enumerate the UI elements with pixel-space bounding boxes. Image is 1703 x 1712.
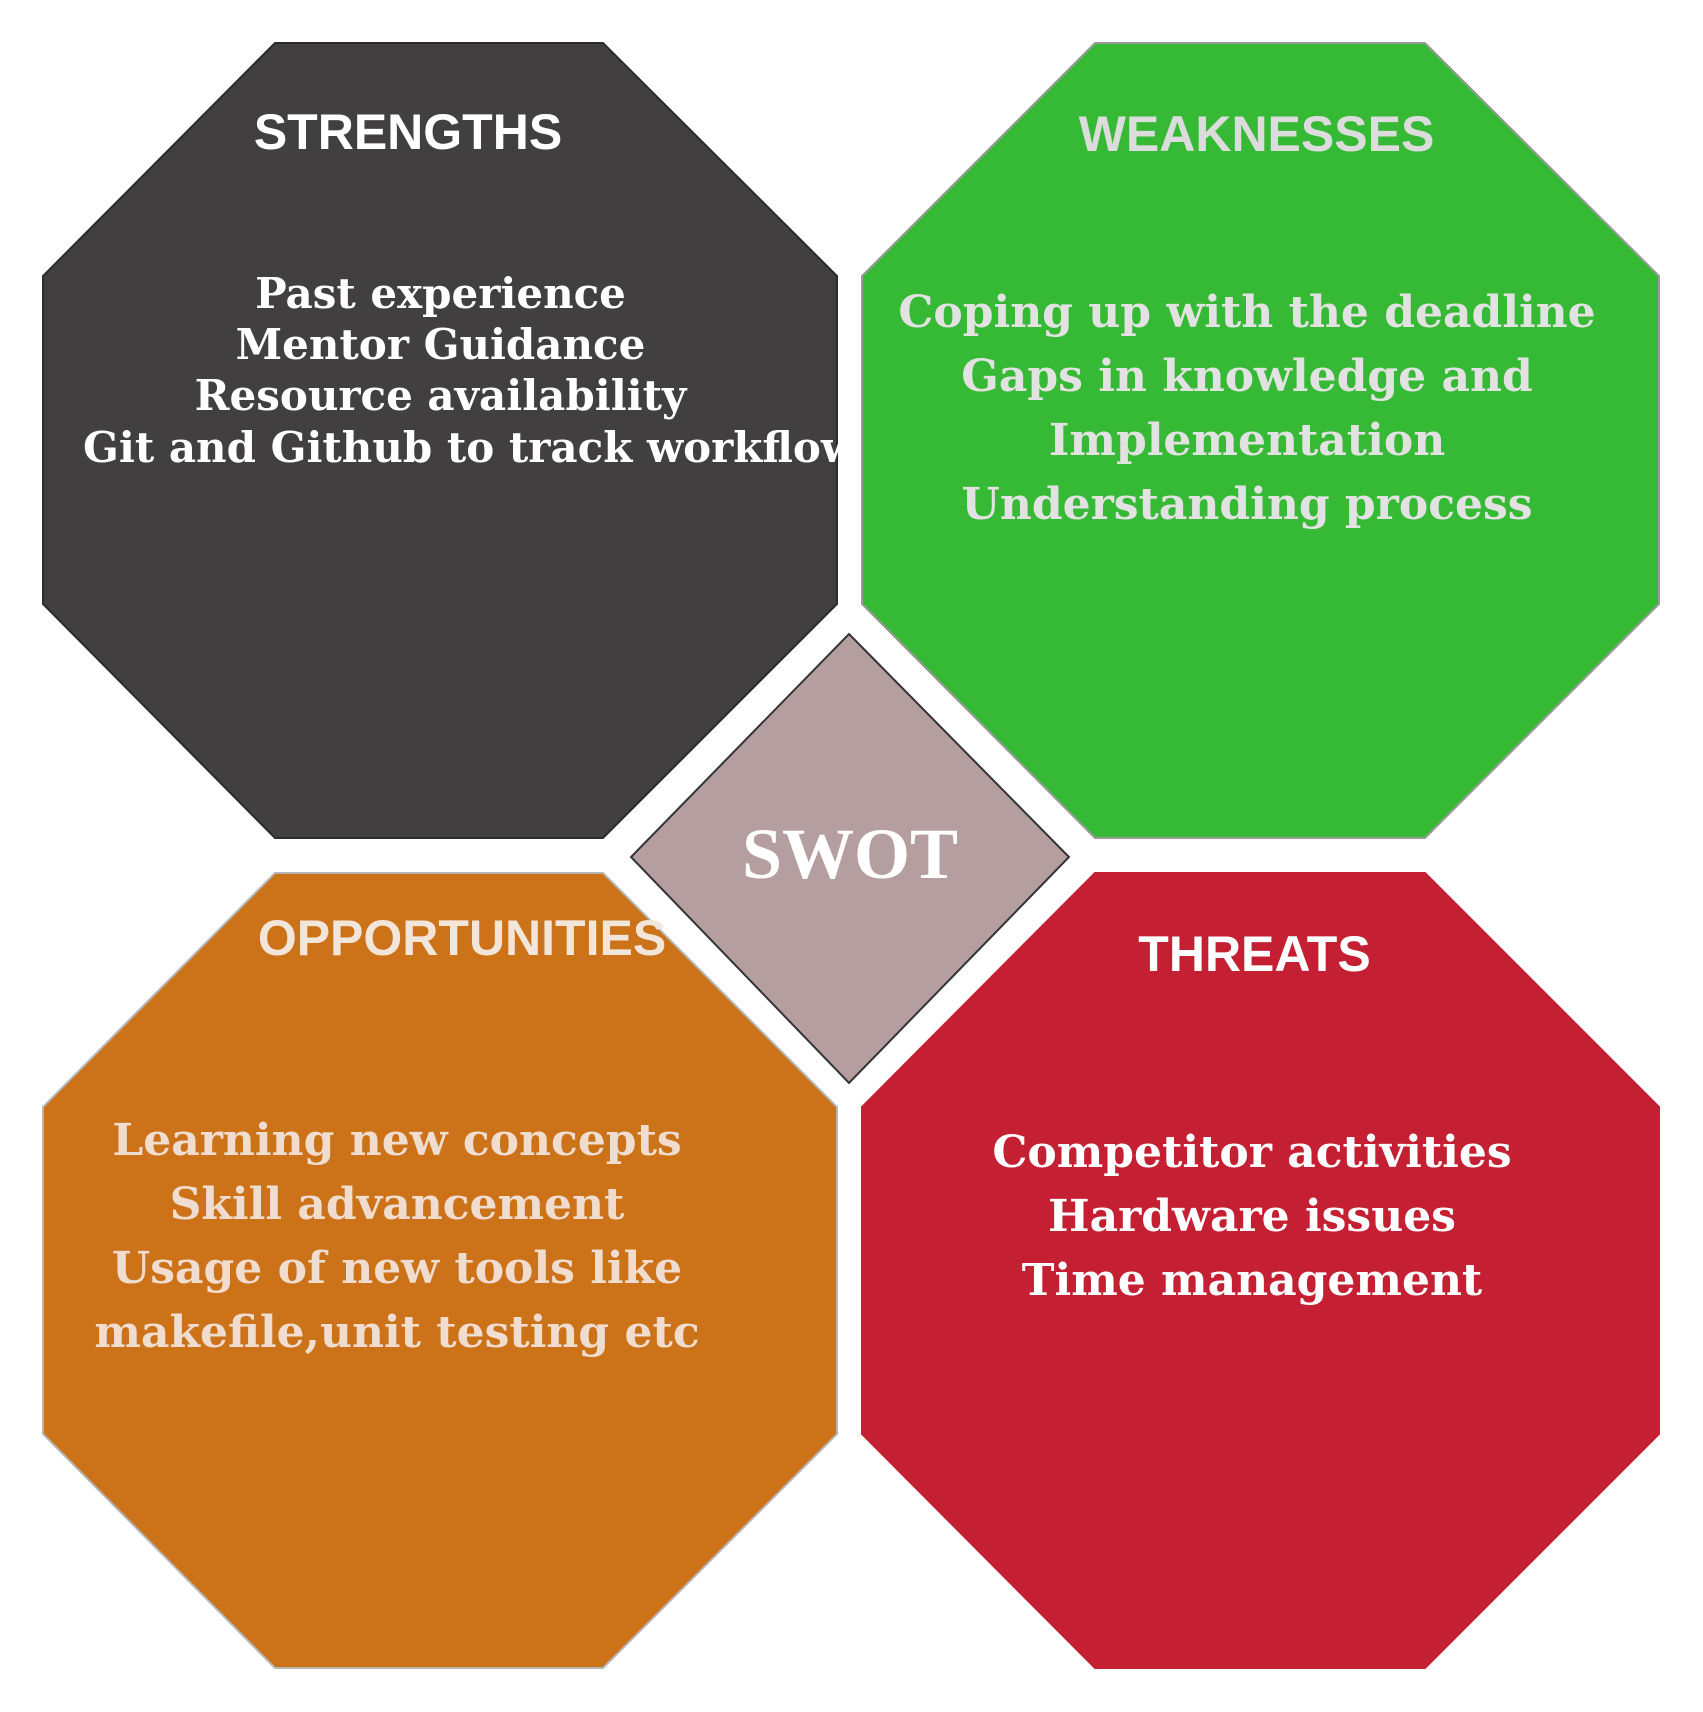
strengths-title: STRENGTHS — [253, 104, 563, 160]
weaknesses-item: Gaps in knowledge and — [961, 351, 1533, 402]
opportunities-item: Skill advancement — [169, 1179, 625, 1230]
weaknesses-panel: WEAKNESSES Coping up with the deadline G… — [862, 43, 1659, 838]
threats-item: Time management — [1021, 1255, 1483, 1306]
strengths-items: Past experience Mentor Guidance Resource… — [83, 268, 858, 473]
strengths-octagon — [42, 42, 838, 839]
strengths-item: Resource availability — [194, 371, 687, 421]
weaknesses-title: WEAKNESSES — [1078, 106, 1435, 162]
opportunities-item: Learning new concepts — [112, 1115, 682, 1166]
opportunities-items: Learning new concepts Skill advancement … — [0, 1109, 794, 1365]
weaknesses-octagon — [861, 42, 1660, 839]
weaknesses-item: Implementation — [1048, 415, 1446, 466]
weaknesses-item: Understanding process — [961, 479, 1533, 530]
strengths-item: Mentor Guidance — [235, 320, 646, 370]
opportunities-item: makefile,unit testing etc — [94, 1307, 700, 1358]
opportunities-octagon — [42, 872, 838, 1669]
threats-octagon — [861, 872, 1660, 1669]
threats-item: Hardware issues — [1048, 1191, 1456, 1242]
opportunities-title: OPPORTUNITIES — [257, 910, 667, 966]
opportunities-panel: OPPORTUNITIES Learning new concepts Skil… — [43, 873, 837, 1668]
swot-center-diamond — [629, 632, 1071, 1085]
threats-panel: THREATS Competitor activities Hardware i… — [862, 873, 1659, 1668]
strengths-item: Git and Github to track workflow — [83, 422, 858, 472]
threats-title: THREATS — [1138, 926, 1371, 982]
strengths-item: Past experience — [255, 269, 626, 318]
weaknesses-item: Coping up with the deadline — [898, 287, 1596, 338]
threats-items: Competitor activities Hardware issues Ti… — [862, 1121, 1642, 1313]
weaknesses-items: Coping up with the deadline Gaps in know… — [862, 281, 1632, 537]
opportunities-item: Usage of new tools like — [111, 1243, 683, 1294]
strengths-panel: STRENGTHS Past experience Mentor Guidanc… — [43, 43, 858, 838]
threats-item: Competitor activities — [992, 1127, 1512, 1178]
swot-center-label: SWOT — [741, 814, 959, 894]
